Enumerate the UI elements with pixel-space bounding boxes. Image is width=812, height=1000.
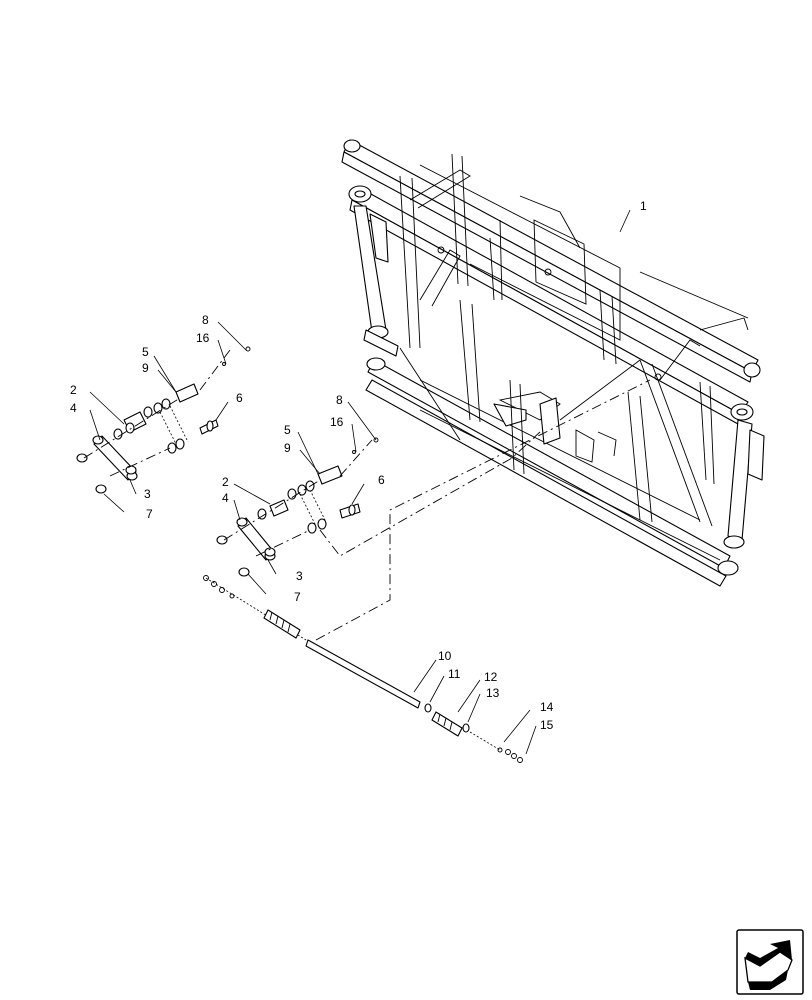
rod-assembly	[203, 575, 523, 763]
callout-14: 14	[540, 700, 554, 714]
callout-13: 13	[486, 686, 500, 700]
callout-10: 10	[438, 649, 452, 663]
callout-leaders	[89, 209, 631, 755]
callout-11: 11	[448, 667, 461, 681]
callout-2a: 2	[70, 383, 77, 397]
linkage-assembly-b	[216, 437, 379, 577]
callout-6b: 6	[378, 473, 385, 487]
connection-line-upper	[319, 431, 541, 557]
callout-9a: 9	[142, 361, 149, 375]
callout-3a: 3	[144, 487, 151, 501]
callout-labels: 1 2 4 3 5 9 6 7 8 16 2 4 3 5 9 6 7 8 16 …	[70, 199, 647, 732]
callout-8b: 8	[336, 393, 343, 407]
callout-7b: 7	[294, 590, 301, 604]
callout-2b: 2	[222, 475, 229, 489]
callout-7a: 7	[146, 507, 153, 521]
connection-line-lower	[315, 379, 651, 641]
callout-12: 12	[484, 670, 498, 684]
callout-1: 1	[640, 199, 647, 213]
callout-5b: 5	[284, 423, 291, 437]
callout-9b: 9	[284, 441, 291, 455]
callout-5a: 5	[142, 345, 149, 359]
callout-15: 15	[540, 718, 554, 732]
callout-4a: 4	[70, 401, 77, 415]
callout-16a: 16	[196, 331, 210, 345]
callout-6a: 6	[236, 391, 243, 405]
boom-frame	[341, 139, 765, 587]
callout-3b: 3	[296, 569, 303, 583]
callout-4b: 4	[222, 491, 229, 505]
callout-16b: 16	[330, 415, 344, 429]
arrow-navigation-icon[interactable]	[736, 929, 804, 995]
callout-8a: 8	[202, 313, 209, 327]
linkage-assembly-a	[76, 346, 251, 494]
